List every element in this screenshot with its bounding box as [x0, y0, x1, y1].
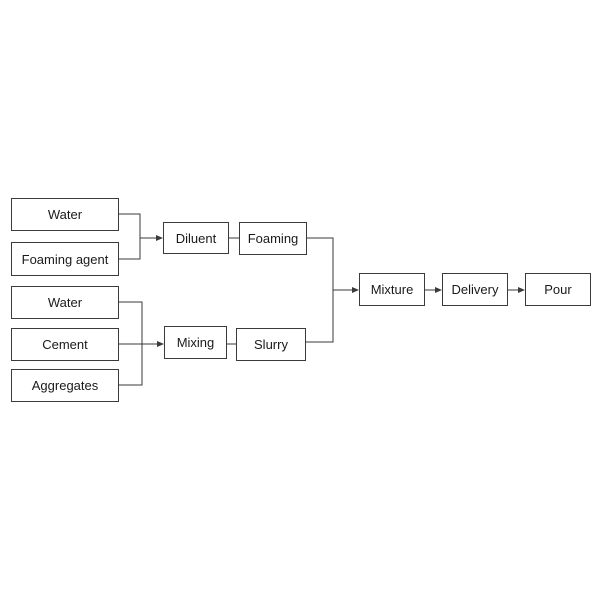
- node-diluent: Diluent: [163, 222, 229, 254]
- connector-foaming-to-mixture: [307, 237, 334, 290]
- node-water-1: Water: [11, 198, 119, 231]
- node-foaming-agent: Foaming agent: [11, 242, 119, 276]
- node-mixing: Mixing: [164, 326, 227, 359]
- node-foaming: Foaming: [239, 222, 307, 255]
- connector-foaming-agent-to-diluent: [119, 238, 141, 260]
- node-slurry: Slurry: [236, 328, 306, 361]
- node-pour: Pour: [525, 273, 591, 306]
- connector-slurry-to-mixture: [306, 290, 334, 343]
- connector-aggregates-to-mixing: [119, 342, 143, 386]
- node-mixture: Mixture: [359, 273, 425, 306]
- node-water-2: Water: [11, 286, 119, 319]
- node-delivery: Delivery: [442, 273, 508, 306]
- connector-water-to-diluent: [119, 213, 141, 238]
- connector-water-to-mixing: [119, 301, 143, 342]
- node-cement: Cement: [11, 328, 119, 361]
- node-aggregates: Aggregates: [11, 369, 119, 402]
